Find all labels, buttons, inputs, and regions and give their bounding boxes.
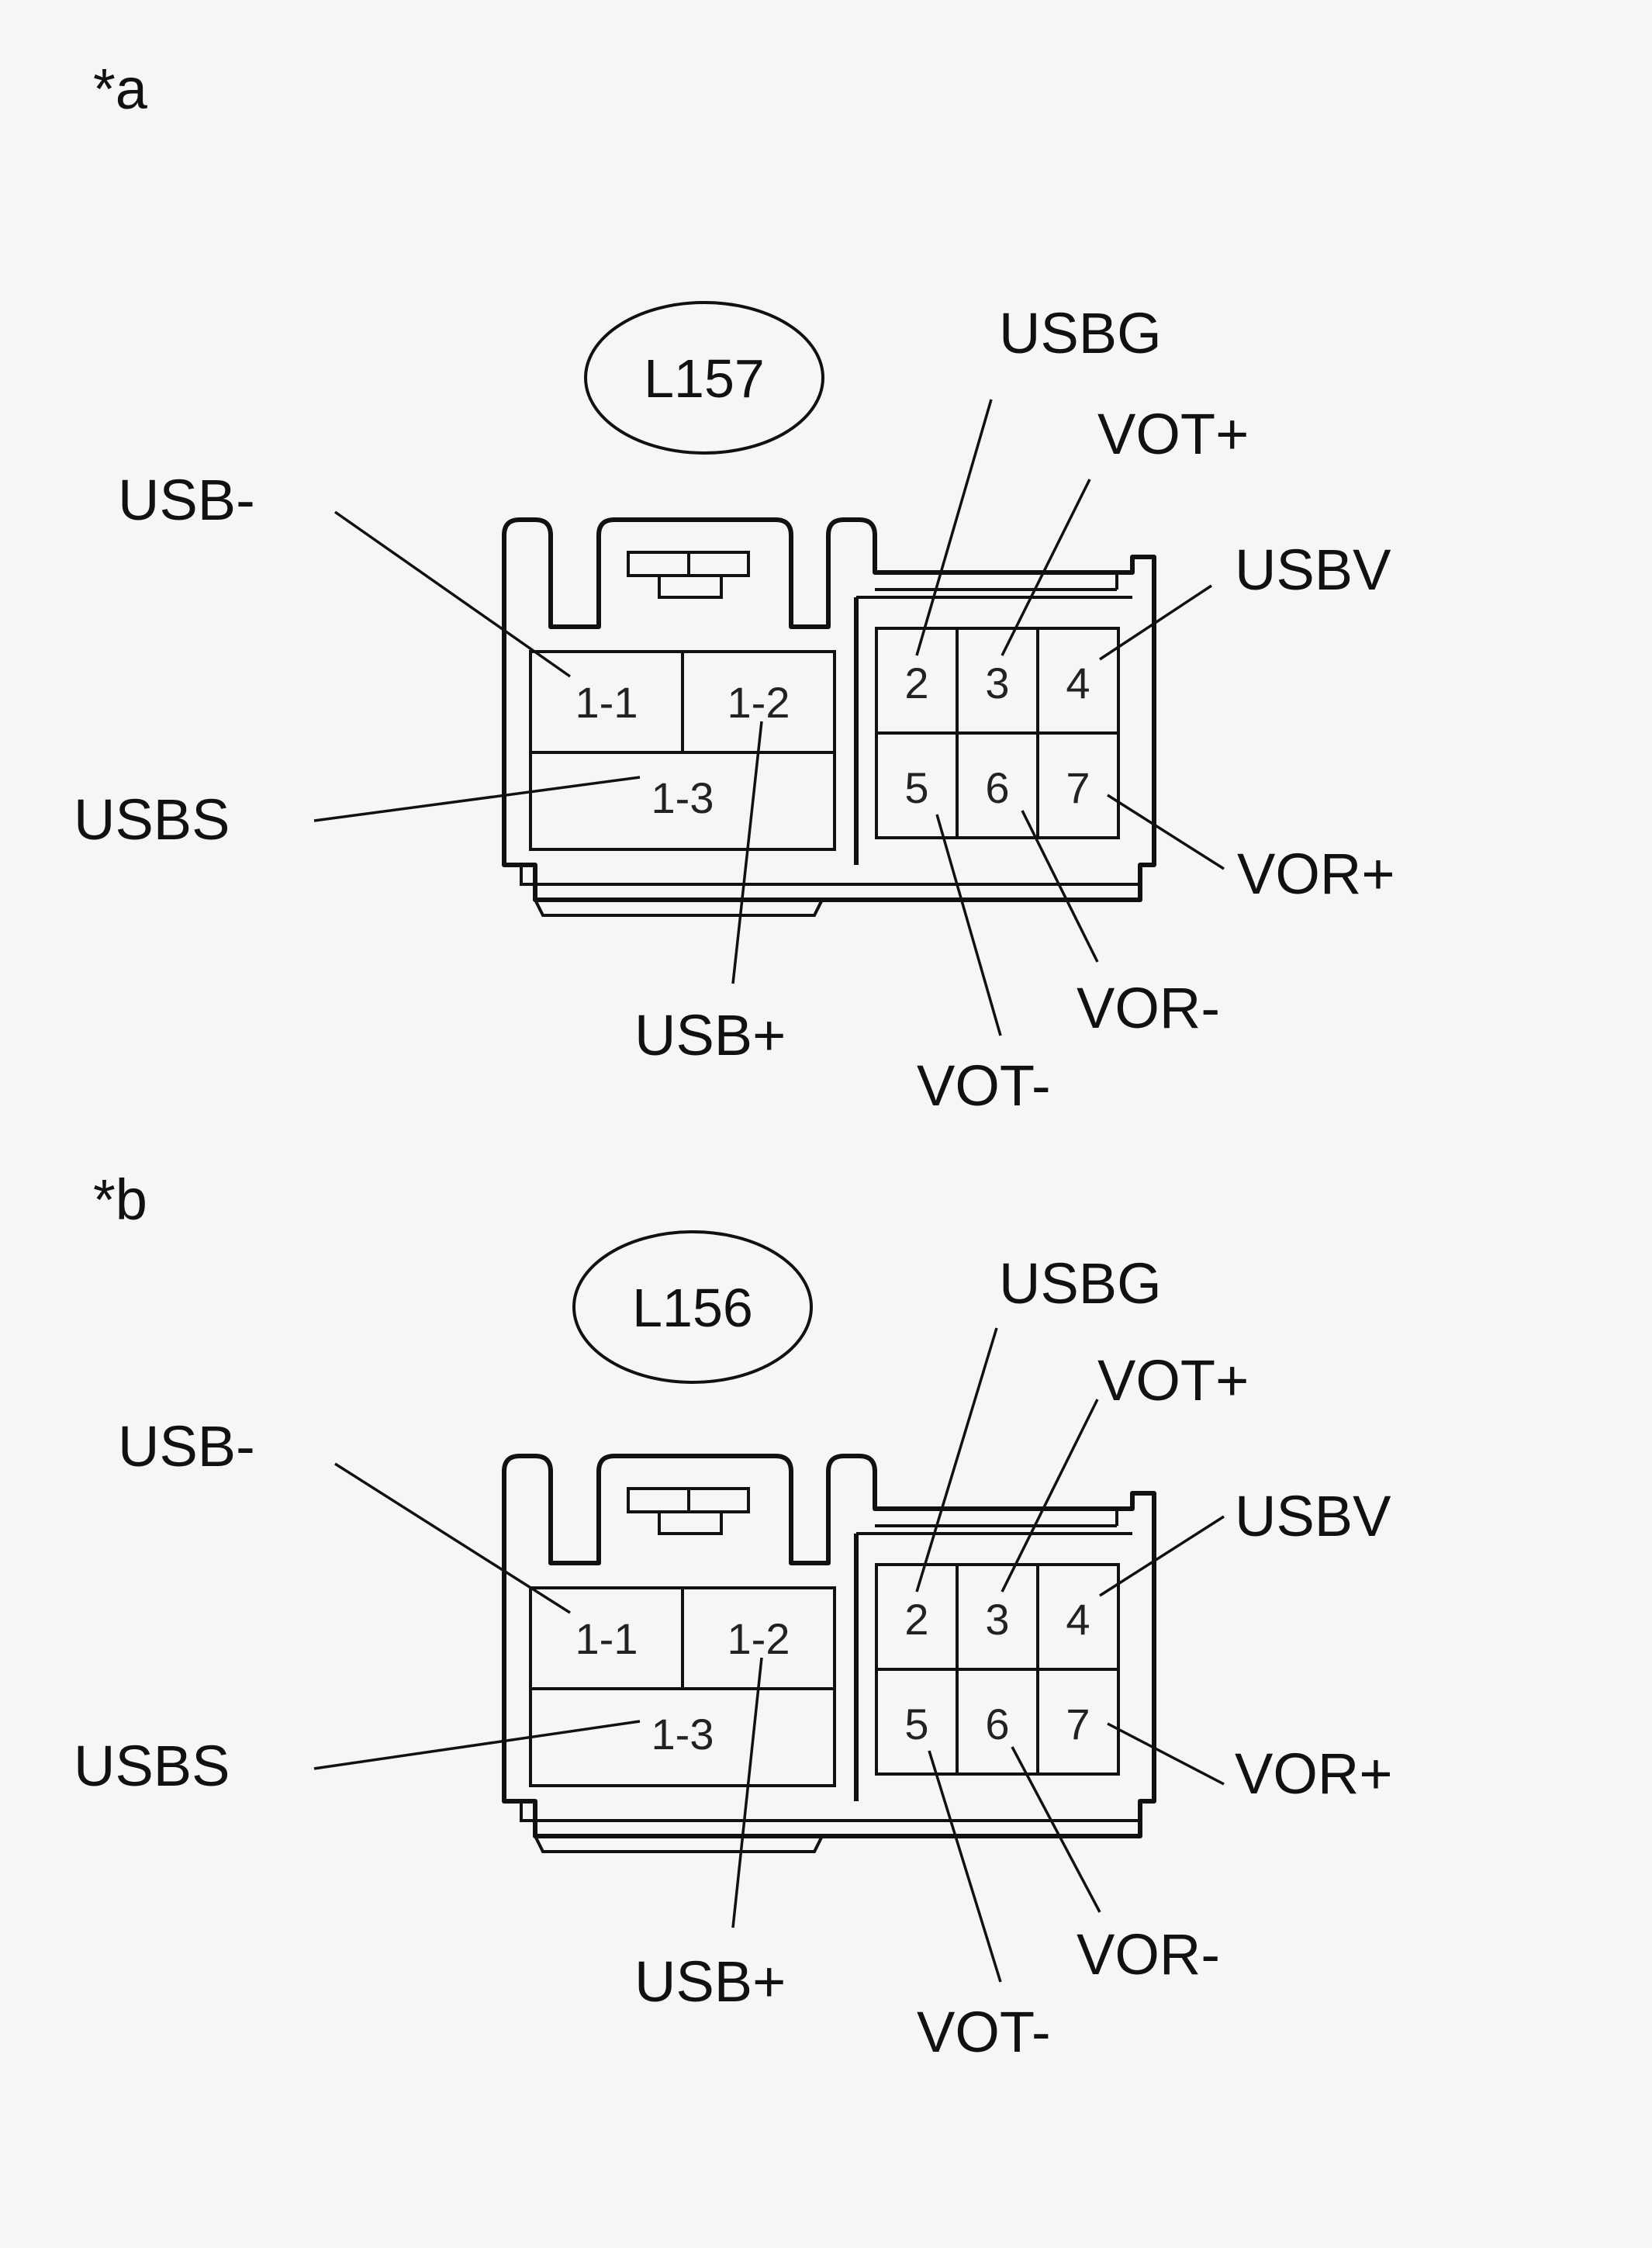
connector-a-label-usb-plus: USB+ xyxy=(634,1003,786,1067)
connector-a-label-vot-plus: VOT+ xyxy=(1097,402,1249,466)
connector-a-pin-3: 3 xyxy=(985,659,1009,707)
connector-b-tag: *b xyxy=(93,1167,147,1232)
connector-a-pin-1-2: 1-2 xyxy=(728,678,790,727)
connector-b-label-usbg: USBG xyxy=(999,1251,1162,1316)
connector-b-pin-7: 7 xyxy=(1066,1700,1090,1748)
connector-b-label-vot-plus: VOT+ xyxy=(1097,1348,1249,1413)
connector-a-id-oval xyxy=(584,301,824,455)
connector-b-label-usbv: USBV xyxy=(1235,1484,1391,1548)
connector-b-pin-6: 6 xyxy=(985,1700,1009,1748)
connector-a-pin-2: 2 xyxy=(904,659,928,707)
connector-a-pin-4: 4 xyxy=(1066,659,1090,707)
connector-b-pin-5: 5 xyxy=(904,1700,928,1748)
connector-a-left-block: 1-1 1-2 1-3 xyxy=(529,650,836,851)
connector-a-label-vor-plus: VOR+ xyxy=(1237,842,1395,906)
connector-b-pin-4: 4 xyxy=(1066,1595,1090,1644)
connector-a-pin-7: 7 xyxy=(1066,763,1090,812)
connector-b-pin-1-2: 1-2 xyxy=(728,1614,790,1663)
connector-b-label-vot-minus: VOT- xyxy=(917,2000,1051,2064)
connector-b-pin-2: 2 xyxy=(904,1595,928,1644)
connector-b-pin-1-3: 1-3 xyxy=(651,1710,714,1759)
connector-b-right-grid: 2 3 4 5 6 7 xyxy=(875,1563,1120,1776)
connector-a-pin-5: 5 xyxy=(904,763,928,812)
connector-b-label-usb-minus: USB- xyxy=(118,1414,255,1478)
connector-b-left-block: 1-1 1-2 1-3 xyxy=(529,1586,836,1787)
connector-a-tag: *a xyxy=(93,57,148,121)
connector-a-label-usbg: USBG xyxy=(999,301,1162,365)
connector-a: *a L157 1-1 1-2 1-3 xyxy=(74,57,1395,1118)
connector-a-housing xyxy=(502,517,1156,917)
connector-a-pin-1-3: 1-3 xyxy=(651,773,714,822)
connector-b-id: L156 xyxy=(632,1278,753,1338)
connector-b-pin-1-1: 1-1 xyxy=(575,1614,638,1663)
connector-a-label-usbs: USBS xyxy=(74,787,230,852)
connector-a-label-vot-minus: VOT- xyxy=(917,1053,1051,1118)
connector-b-label-usb-plus: USB+ xyxy=(634,1949,786,2014)
connector-b-id-oval xyxy=(572,1230,813,1384)
connector-b-label-vor-minus: VOR- xyxy=(1077,1922,1220,1987)
connector-b-label-usbs: USBS xyxy=(74,1734,230,1798)
connector-a-right-grid: 2 3 4 5 6 7 xyxy=(875,627,1120,839)
connector-a-pin-1-1: 1-1 xyxy=(575,678,638,727)
connector-a-label-usbv: USBV xyxy=(1235,538,1391,602)
connector-a-pin-6: 6 xyxy=(985,763,1009,812)
connector-a-label-usb-minus: USB- xyxy=(118,468,255,532)
connector-b: *b L156 1-1 1-2 xyxy=(74,1167,1393,2064)
connector-b-pin-3: 3 xyxy=(985,1595,1009,1644)
connector-a-id: L157 xyxy=(644,348,765,409)
connector-b-leaders xyxy=(313,1327,1225,1983)
connector-a-leaders xyxy=(313,399,1225,1036)
connector-b-label-vor-plus: VOR+ xyxy=(1235,1741,1393,1806)
connector-a-label-vor-minus: VOR- xyxy=(1077,976,1220,1040)
connector-b-housing xyxy=(502,1454,1156,1853)
